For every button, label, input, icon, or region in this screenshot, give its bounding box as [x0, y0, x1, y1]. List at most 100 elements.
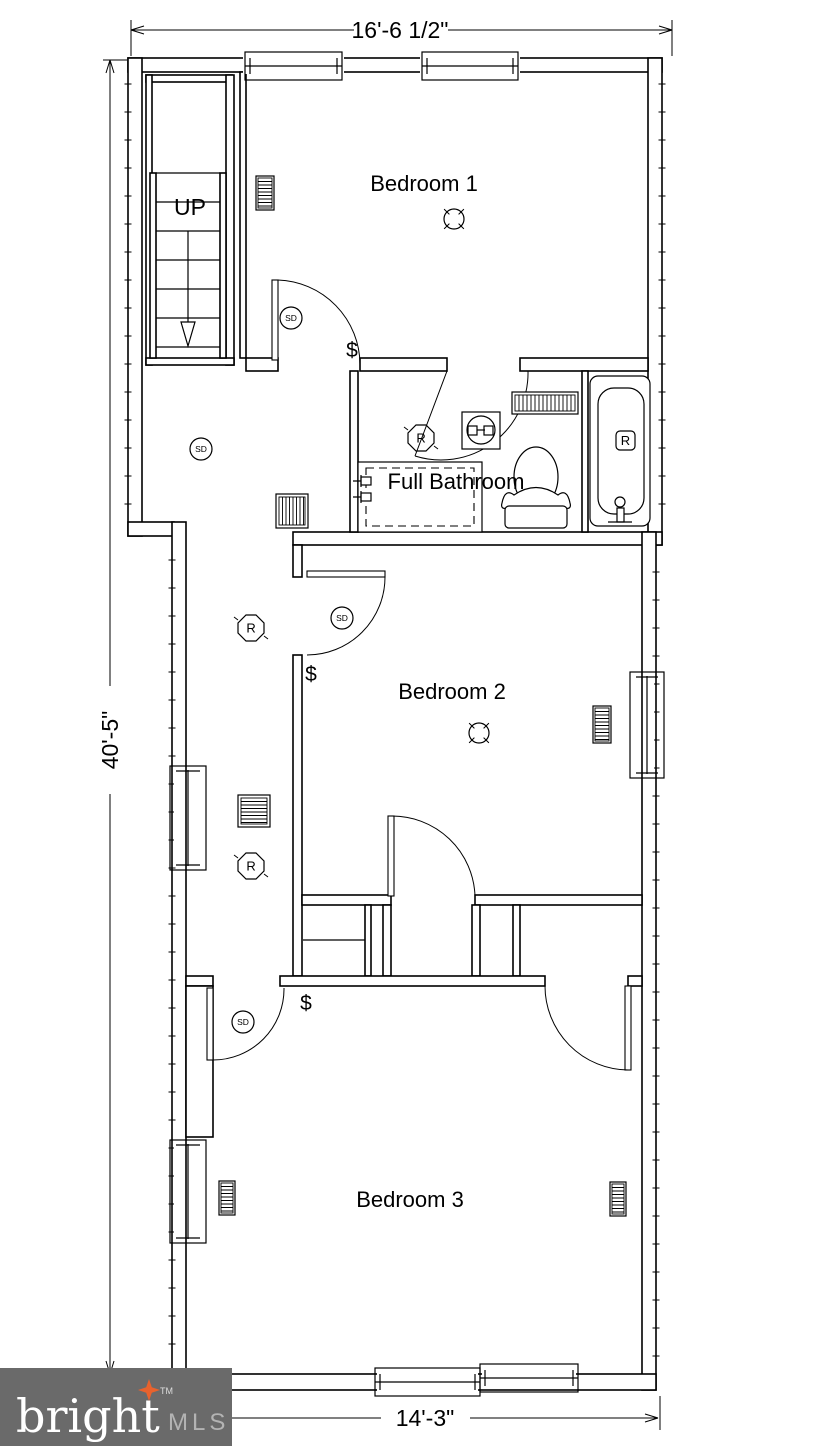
windows [169, 51, 665, 1397]
switches: $ $ $ [300, 339, 358, 1015]
wall-closet-c-left [512, 904, 521, 977]
smoke-detector-icon: SD [330, 606, 354, 630]
receptacle-icon: R [233, 852, 269, 880]
smoke-detector-icon: SD [189, 437, 213, 461]
wall-closet-row-bottom-a [185, 975, 214, 987]
bedroom3-label: Bedroom 3 [356, 1187, 464, 1212]
bathroom-fixtures: R [353, 375, 651, 533]
logo-star-icon [138, 1379, 160, 1401]
wall-bedroom2-bottom-b [474, 894, 643, 906]
tub-faucet [614, 496, 626, 508]
svg-text:R: R [246, 621, 255, 636]
ceiling-lights [443, 208, 490, 744]
room-labels: Bedroom 1 Full Bathroom Bedroom 2 Bedroo… [356, 171, 524, 1212]
wall-hatch-ticks [124, 83, 666, 1357]
wall-closet-a-right [364, 904, 372, 977]
smoke-detector-icon: SD [231, 1010, 255, 1034]
register-hallway-lower [237, 794, 271, 828]
register-bedroom3-right [609, 1181, 627, 1217]
window-top-1 [243, 51, 344, 81]
wall-right-lower [641, 531, 657, 1391]
svg-text:R: R [246, 859, 255, 874]
wall-bedroom1-left [239, 71, 247, 359]
wall-nook-right [471, 904, 481, 977]
switch-icon: $ [305, 663, 317, 686]
wall-left-upper [127, 57, 143, 537]
dimension-top: 16'-6 1/2" [103, 17, 673, 61]
bedroom1-label: Bedroom 1 [370, 171, 478, 196]
receptacles: R R R [233, 424, 439, 880]
stair-rail-left [149, 172, 157, 359]
window-top-2 [420, 51, 520, 81]
dimension-left-label: 40'-5" [97, 711, 123, 770]
register-bedroom1 [255, 175, 275, 211]
register-bedroom3-left [218, 1180, 236, 1216]
wall-top [127, 57, 663, 73]
bedroom2-label: Bedroom 2 [398, 679, 506, 704]
dimension-top-label: 16'-6 1/2" [352, 17, 449, 43]
door-bedroom2-closet [387, 815, 476, 897]
register-bedroom2 [592, 705, 612, 744]
doors [206, 279, 632, 1071]
registers [218, 175, 627, 1217]
stair-rail-right [219, 172, 227, 359]
receptacle-icon: R [233, 614, 269, 642]
svg-text:SD: SD [285, 313, 297, 323]
logo-brand-text: bright [16, 1389, 160, 1443]
logo-tm-text: TM [160, 1386, 173, 1396]
faucet-valves [353, 475, 372, 503]
staircase: UP [149, 172, 227, 359]
svg-text:SD: SD [195, 444, 207, 454]
wall-hall-right-jamb [292, 544, 303, 578]
register-bathroom [511, 391, 579, 415]
window-left-2 [169, 1139, 207, 1244]
logo-background [0, 1368, 232, 1446]
window-right-1 [629, 671, 665, 779]
toilet [501, 446, 571, 529]
stair-direction-arrow [180, 321, 196, 349]
ceiling-light-icon [468, 722, 490, 744]
bathroom-label: Full Bathroom [388, 469, 525, 494]
door-bedroom2 [306, 570, 386, 656]
wall-stair-bottom [145, 357, 235, 366]
wall-closet-row-bottom-c [627, 975, 643, 987]
door-bedroom3 [206, 987, 285, 1061]
dimension-left: 40'-5" [97, 59, 123, 1375]
bathtub: R [589, 375, 651, 527]
wall-bathroom-left [349, 370, 359, 533]
stair-up-label: UP [174, 194, 206, 220]
wall-stair-right [225, 74, 235, 366]
logo-suffix-text: MLS [168, 1409, 229, 1436]
wall-bath-bottom [292, 531, 663, 546]
smoke-detectors: SD SD SD SD [189, 306, 354, 1034]
wall-bedroom1-bottom-c [519, 357, 649, 372]
register-hallway-upper [275, 493, 309, 529]
wall-left-step [127, 521, 175, 537]
wall-nook-left [382, 904, 392, 977]
wall-bedroom1-bottom-b [359, 357, 448, 372]
window-bottom-1 [374, 1367, 481, 1397]
brightmls-logo: bright TM MLS [0, 1368, 232, 1446]
door-bedroom1 [271, 279, 361, 365]
tub-register-label: R [621, 433, 630, 448]
smoke-detector-icon: SD [279, 306, 303, 330]
dimension-bottom-label: 14'-3" [396, 1405, 455, 1431]
svg-text:SD: SD [336, 613, 348, 623]
ceiling-light-icon [443, 208, 465, 230]
wall-tub-partition [581, 370, 589, 533]
wall-closet-row-bottom-b [279, 975, 546, 987]
dimension-bottom: 14'-3" [225, 1396, 661, 1431]
exhaust-fan [461, 411, 501, 450]
svg-text:R: R [416, 431, 425, 446]
receptacle-icon: R [403, 424, 439, 452]
window-left-1 [169, 765, 207, 871]
window-bottom-2 [479, 1363, 579, 1393]
wall-bedroom2-bottom-a [301, 894, 392, 906]
door-closet-c [544, 985, 632, 1071]
switch-icon: $ [346, 339, 358, 362]
wall-hall-right [292, 654, 303, 977]
vanity-sink [353, 461, 483, 533]
wall-stair-top [145, 74, 233, 83]
wall-bedroom1-bottom-a [245, 357, 279, 372]
